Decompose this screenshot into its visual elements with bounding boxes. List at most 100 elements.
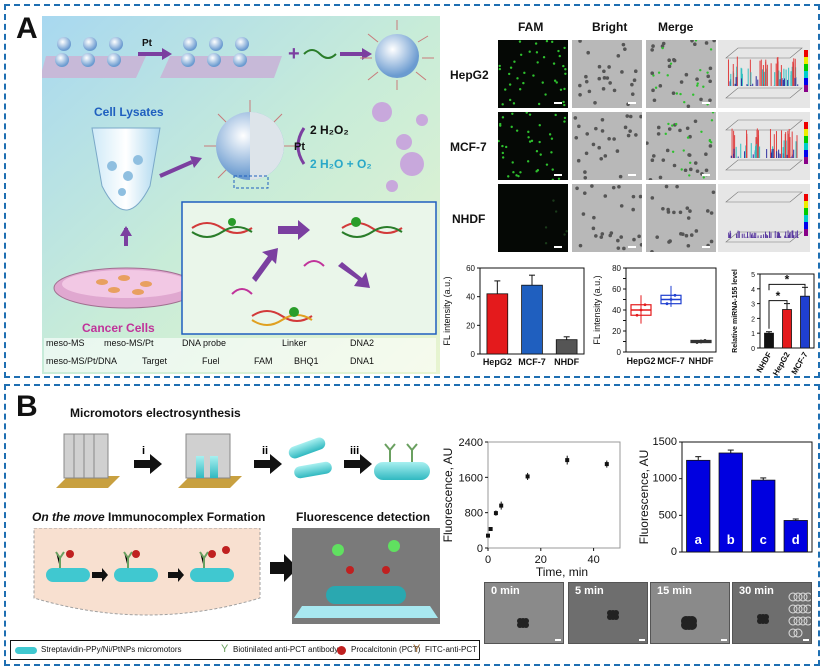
antibody-icon: Y: [221, 643, 229, 655]
data-point: [604, 462, 609, 467]
colorbar-segment: [804, 194, 808, 201]
timelapse-frame: 0 min: [484, 582, 564, 644]
fluorescent-dot: [711, 112, 715, 114]
cell: [712, 40, 716, 43]
oxygen-bubble: [798, 604, 808, 614]
image-background: [572, 40, 642, 108]
cell: [583, 170, 587, 174]
image-nhdf-fam: [498, 184, 568, 252]
cell: [667, 240, 671, 244]
scale-bar: [554, 174, 562, 176]
cell: [603, 194, 608, 198]
fluorescent-dot: [512, 102, 516, 105]
cell: [577, 124, 581, 129]
cell: [708, 98, 712, 103]
col-header-fam: FAM: [518, 20, 544, 34]
frame-image: [651, 583, 729, 643]
scale-bar: [555, 639, 561, 641]
fluorescent-dot: [563, 46, 566, 50]
fluorescent-dot: [679, 92, 682, 96]
h2o2-label: 2 H₂O₂: [310, 123, 349, 137]
cell: [599, 157, 604, 161]
fluorescent-dot: [544, 93, 547, 96]
colorbar-segment: [804, 136, 808, 143]
cell: [687, 153, 691, 157]
fluorescent-dot: [554, 210, 558, 213]
fluorescent-dot: [498, 139, 500, 143]
fluorescent-dot: [523, 71, 526, 75]
plot-box-bottom: [725, 231, 803, 243]
fluorescent-dot: [501, 116, 505, 119]
cell: [608, 233, 613, 238]
fluorescent-dot: [564, 68, 567, 71]
fluorescent-dot: [515, 174, 518, 177]
row-label-mcf7: MCF-7: [450, 140, 487, 154]
scale-bar: [628, 174, 636, 176]
cell: [686, 243, 691, 248]
cell: [651, 88, 655, 93]
cell: [711, 190, 716, 195]
fluorescent-dot: [509, 66, 513, 69]
pct-icon: [337, 646, 346, 655]
image-content: [572, 40, 642, 108]
image-content: [498, 112, 568, 180]
fluorescent-dot: [544, 242, 548, 245]
cell: [685, 206, 690, 210]
fluorescent-dot: [554, 113, 557, 117]
image-hepg2-surface: [718, 40, 810, 108]
cell: [708, 144, 713, 148]
y-axis-label: FL intensity (a.u.): [592, 275, 602, 344]
cell: [578, 243, 583, 248]
y-tick-label: 0: [477, 543, 483, 555]
oxygen-bubble: [788, 592, 798, 602]
y-tick-label: 80: [612, 264, 621, 273]
fluorescent-dot: [683, 100, 686, 104]
fitc-antibody-icon: Y: [413, 643, 421, 655]
micromotor: [523, 622, 529, 628]
data-point: [673, 293, 677, 297]
cell: [694, 229, 699, 233]
col-header-bright: Bright: [592, 20, 628, 34]
oxygen-bubble: [793, 604, 803, 614]
cell: [623, 47, 627, 51]
fluorescent-dot: [551, 168, 554, 171]
cell: [693, 42, 697, 47]
data-point: [665, 302, 669, 306]
fluorescent-dot: [696, 84, 699, 87]
fluorescent-dot: [671, 150, 675, 153]
fluorescent-dot: [498, 64, 501, 68]
scale-bar: [702, 246, 710, 248]
y-axis-label: Fluorescence, AU: [637, 450, 651, 545]
bar: [800, 295, 810, 349]
cell: [574, 136, 579, 140]
cell: [603, 154, 608, 158]
fluorescent-dot: [671, 124, 674, 127]
y-tick-label: 1500: [653, 436, 677, 448]
cell: [639, 242, 642, 247]
cell: [661, 41, 666, 46]
fluorescent-dot: [688, 174, 691, 177]
colorbar-segment: [804, 150, 808, 157]
cell: [632, 237, 636, 242]
micromotor: [763, 618, 769, 624]
image-background: [572, 184, 642, 252]
oxygen-bubble: [793, 592, 803, 602]
colorbar-segment: [804, 157, 808, 164]
frame-image: [485, 583, 563, 643]
timelapse-time-label: 5 min: [575, 585, 604, 597]
fluorescent-dot: [553, 79, 557, 82]
cell: [706, 74, 711, 79]
fluorescent-dot: [534, 42, 538, 45]
image-content: [718, 112, 810, 180]
fluorescent-dot: [686, 136, 690, 139]
cell: [705, 209, 710, 213]
cell: [665, 148, 670, 153]
cell: [607, 136, 611, 141]
fluorescent-dot: [528, 113, 532, 116]
y-axis-label: FL intensity (a.u.): [442, 276, 452, 345]
y-tick-label: 20: [612, 327, 621, 336]
cell: [667, 127, 672, 131]
legend-dna1: DNA1: [350, 356, 375, 366]
bar-label: d: [792, 532, 800, 547]
oxygen-bubble: [788, 604, 798, 614]
